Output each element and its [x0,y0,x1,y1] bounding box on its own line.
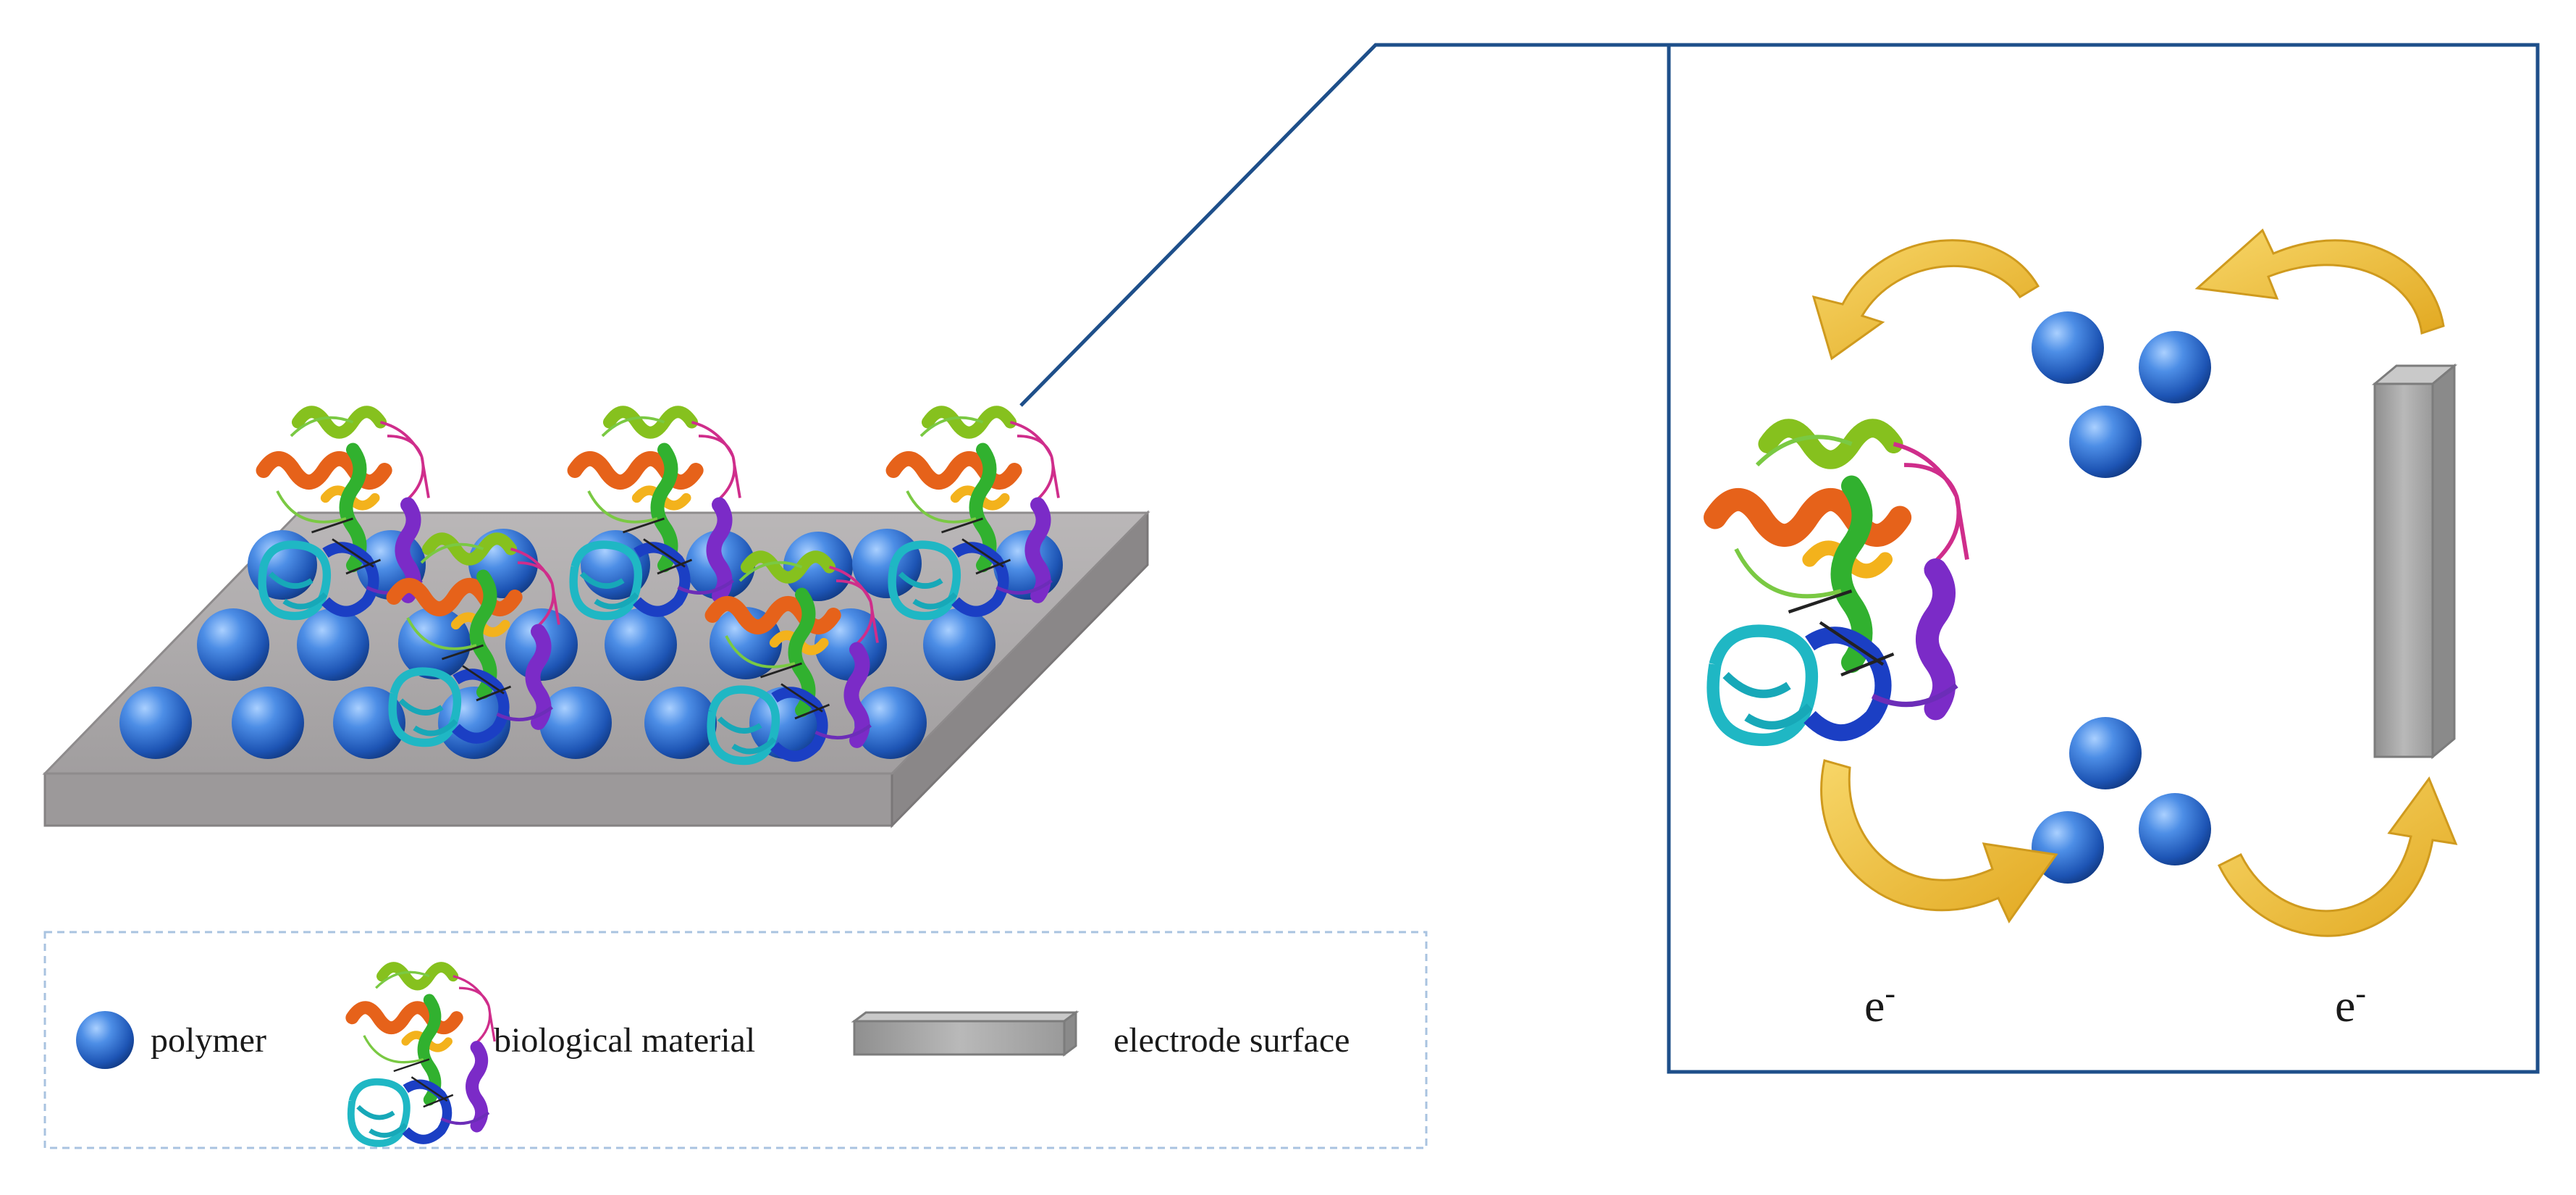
platform-front-face [43,772,893,827]
curved-arrow-icon [2194,228,2445,335]
inset-electrode-bar [2371,363,2458,760]
legend-polymer-label: polymer [151,1021,266,1060]
legend-electrode-icon [851,1010,1079,1057]
inset-polymer-sphere [2069,717,2142,789]
inset-polymer-sphere [2139,793,2211,865]
legend-protein-icon [351,968,494,1144]
polymer-sphere [232,687,304,759]
electron-charge: - [1885,976,1895,1011]
polymer-sphere [644,687,717,759]
polymer-sphere [248,530,317,600]
curved-arrow-icon [2218,776,2458,937]
electron-label-left: e- [1864,976,1895,1031]
polymer-sphere [783,532,853,601]
zoom-connector-line [1019,43,1669,407]
electron-charge: - [2355,976,2366,1011]
polymer-sphere [923,608,996,681]
inset-curved-arrows [1811,228,2458,937]
inset-polymer-sphere [2069,406,2142,478]
curved-arrow-icon [1811,239,2040,361]
polymer-sphere [119,687,192,759]
legend-biological-label: biological material [494,1021,755,1060]
polymer-sphere [197,608,269,681]
electron-symbol: e [1864,980,1885,1031]
polymer-sphere [605,608,677,681]
polymer-sphere [854,687,927,759]
inset-polymer-sphere [2139,331,2211,403]
electron-label-right: e- [2335,976,2366,1031]
electron-symbol: e [2335,980,2355,1031]
legend-polymer-icon [76,1011,134,1069]
legend-electrode-label: electrode surface [1114,1021,1350,1060]
inset-polymer-sphere [2032,311,2104,384]
polymer-sphere [333,687,405,759]
polymer-sphere [539,687,612,759]
polymer-sphere [297,608,369,681]
curved-arrow-icon [1820,759,2058,923]
legend-box [43,931,1428,1149]
